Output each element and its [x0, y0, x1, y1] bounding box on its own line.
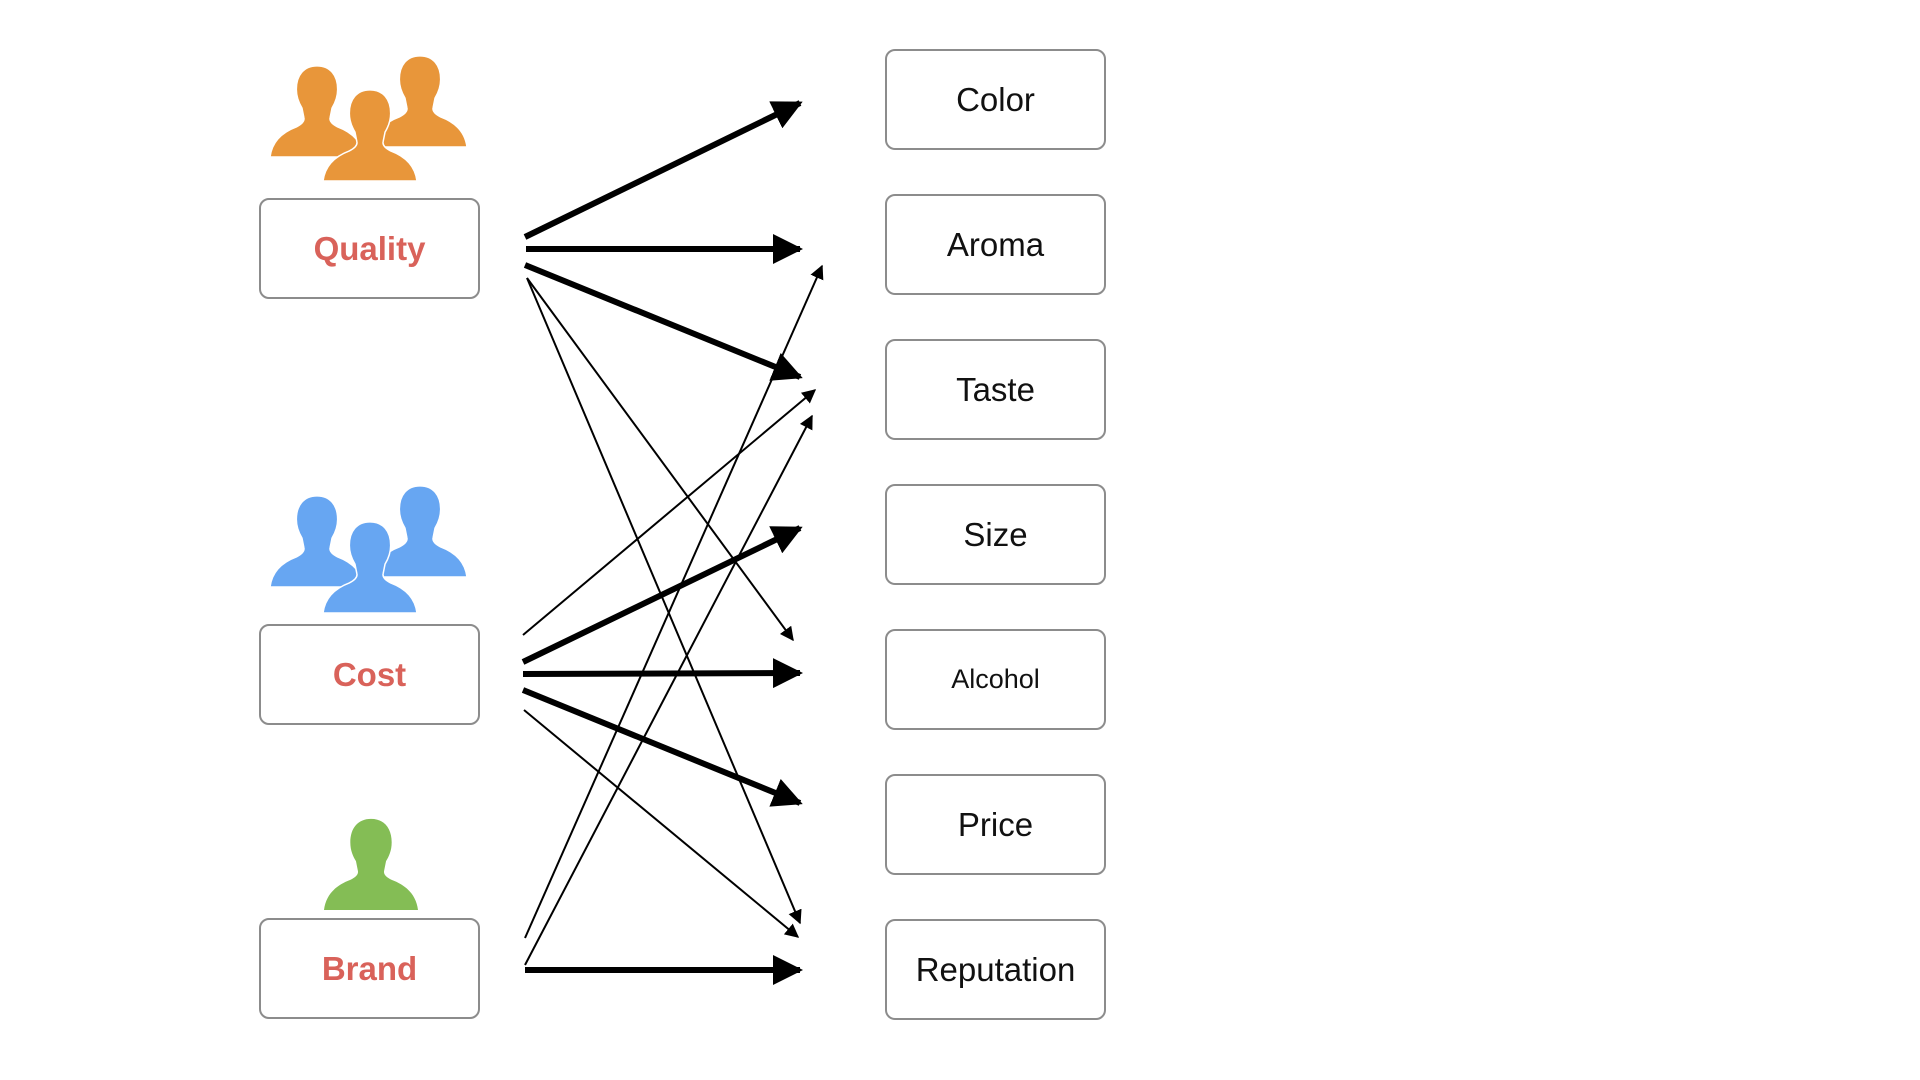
attribute-box-reputation: Reputation [885, 919, 1106, 1020]
criteria-box-brand: Brand [259, 918, 480, 1019]
attribute-label-alcohol: Alcohol [951, 664, 1040, 694]
arrow-cost-to-alcohol [522, 658, 803, 689]
attribute-box-alcohol: Alcohol [885, 629, 1106, 730]
criteria-label-brand: Brand [321, 949, 418, 987]
criteria-label-cost: Cost [332, 655, 407, 693]
arrow-quality-to-alcohol [526, 277, 794, 642]
attribute-label-taste: Taste [956, 370, 1035, 408]
criteria-box-cost: Cost [259, 624, 480, 725]
attribute-box-price: Price [885, 774, 1106, 875]
arrow-brand-to-taste [524, 414, 813, 966]
criteria-label-quality: Quality [313, 229, 426, 267]
arrow-cost-to-reputation [523, 709, 800, 938]
attribute-label-reputation: Reputation [915, 950, 1076, 988]
attribute-box-size: Size [885, 484, 1106, 585]
arrow-cost-to-taste [522, 389, 817, 636]
attribute-box-color: Color [885, 49, 1106, 150]
attribute-box-aroma: Aroma [885, 194, 1106, 295]
arrow-brand-to-aroma [524, 264, 824, 939]
attribute-label-aroma: Aroma [946, 225, 1045, 263]
attribute-label-color: Color [956, 80, 1035, 118]
arrow-quality-to-color [523, 100, 803, 240]
attribute-label-price: Price [957, 805, 1034, 843]
arrow-cost-to-price [521, 687, 803, 807]
criteria-box-quality: Quality [259, 198, 480, 299]
attribute-box-taste: Taste [885, 339, 1106, 440]
arrow-quality-to-taste [523, 262, 803, 381]
arrow-quality-to-reputation [526, 277, 802, 925]
attribute-label-size: Size [963, 515, 1028, 553]
arrow-cost-to-size [521, 525, 803, 665]
